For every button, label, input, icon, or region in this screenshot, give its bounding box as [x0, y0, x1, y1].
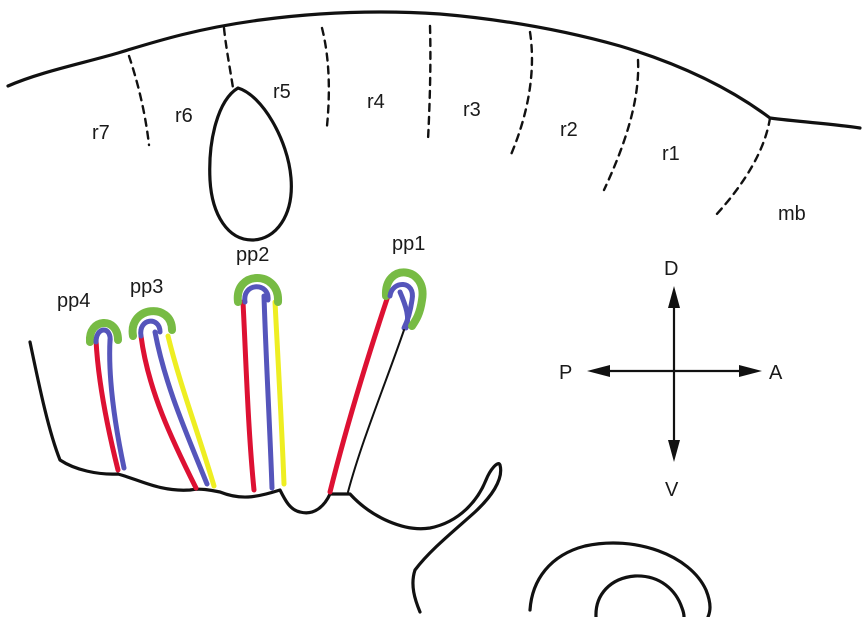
label-r6: r6	[175, 105, 193, 127]
otic-vesicle	[210, 88, 292, 240]
boundary-r1-mb	[716, 118, 770, 215]
label-r3: r3	[463, 99, 481, 121]
pp1-red-stripe	[330, 296, 388, 492]
pouch-pp2: pp2	[236, 244, 284, 490]
label-dorsal: D	[664, 258, 678, 280]
pp4-blue-tip	[96, 330, 110, 342]
label-pp2: pp2	[236, 244, 269, 266]
pp2-red-stripe	[243, 302, 254, 490]
label-pp1: pp1	[392, 233, 425, 255]
label-r2: r2	[560, 119, 578, 141]
pp2-yellow-stripe	[275, 302, 284, 484]
label-anterior: A	[769, 362, 783, 384]
label-pp3: pp3	[130, 276, 163, 298]
dorsal-arrowhead	[668, 286, 680, 308]
boundary-r2-r1	[604, 60, 638, 190]
posterior-arrowhead	[587, 365, 610, 377]
orientation-compass: D V P A	[559, 258, 783, 501]
label-posterior: P	[559, 362, 572, 384]
label-mb: mb	[778, 203, 806, 225]
pp3-red-stripe	[141, 336, 196, 488]
pp3-yellow-stripe	[168, 336, 214, 486]
label-ventral: V	[665, 479, 679, 501]
boundary-r4-r3	[428, 26, 430, 140]
boundary-r3-r2	[510, 32, 532, 157]
pouch-pp3: pp3	[130, 276, 214, 488]
boundary-r5-r4	[322, 28, 329, 126]
pp2-blue-stripe	[264, 296, 272, 488]
pouch-pp4: pp4	[57, 290, 124, 470]
label-r7: r7	[92, 122, 110, 144]
hindbrain-dorsal-outline	[8, 12, 860, 128]
label-r5: r5	[273, 81, 291, 103]
pp1-posterior-wall	[348, 330, 404, 492]
label-pp4: pp4	[57, 290, 90, 312]
anterior-arrowhead	[739, 365, 762, 377]
tail-coil-inner	[596, 576, 684, 617]
pouch-pp1: pp1	[330, 233, 425, 492]
ventral-arrowhead	[668, 440, 680, 462]
label-r4: r4	[367, 91, 385, 113]
boundary-r6-r5	[224, 28, 233, 88]
label-r1: r1	[662, 143, 680, 165]
boundary-r7-r6	[129, 56, 149, 145]
